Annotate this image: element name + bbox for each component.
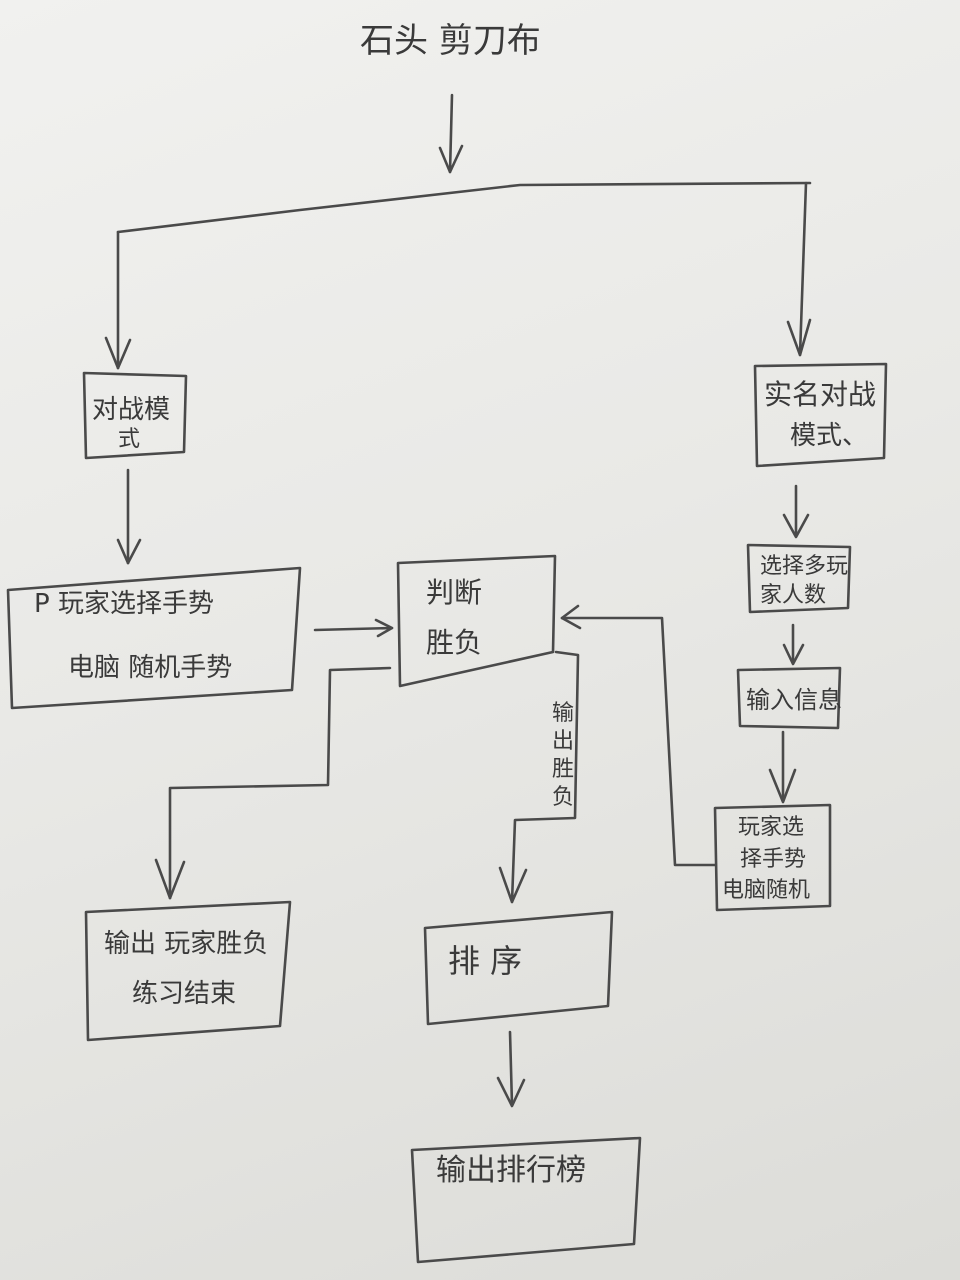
connectors xyxy=(104,93,812,1108)
arrow-judge-to-result xyxy=(168,666,392,900)
arrowhead-choose-to-judge xyxy=(374,618,394,638)
arrowhead-right-choose-to-judge xyxy=(560,604,582,630)
svg-text:实名对战: 实名对战 xyxy=(764,378,876,411)
svg-text:出: 出 xyxy=(552,729,574,754)
svg-text:电脑 随机手势: 电脑 随机手势 xyxy=(68,653,232,683)
svg-text:练习结束: 练习结束 xyxy=(132,979,236,1009)
arrowhead-mode-to-choose xyxy=(116,538,142,565)
arrowhead-right-branch xyxy=(786,318,812,357)
arrow-right-branch xyxy=(798,181,808,357)
svg-text:输出排行榜: 输出排行榜 xyxy=(436,1153,586,1188)
svg-text:输入信息: 输入信息 xyxy=(746,686,842,714)
node-player-choose: P 玩家选择手势 电脑 随机手势 xyxy=(6,566,302,710)
arrowhead-judge-to-sort xyxy=(498,866,528,904)
node-output-rank: 输出排行榜 xyxy=(410,1136,642,1264)
node-output-result: 输出 玩家胜负 练习结束 xyxy=(84,900,292,1042)
arrowhead-left-branch xyxy=(104,336,132,370)
node-choose-count: 选择多玩 家人数 xyxy=(746,543,852,614)
svg-text:式: 式 xyxy=(118,427,140,452)
node-player-choose-2: 玩家选 择手势 电脑随机 xyxy=(713,803,832,912)
node-input-info: 输入信息 xyxy=(736,666,842,730)
split-line xyxy=(116,181,812,234)
arrowhead-sort-to-rank xyxy=(496,1076,526,1108)
svg-text:家人数: 家人数 xyxy=(760,583,826,608)
svg-text:模式、: 模式、 xyxy=(790,421,868,451)
svg-text:胜: 胜 xyxy=(552,757,574,782)
node-sort: 排 序 xyxy=(423,910,614,1026)
svg-text:排 序: 排 序 xyxy=(448,942,522,980)
edge-label-output-win-loss: 输 出 胜 负 xyxy=(552,701,574,810)
svg-text:负: 负 xyxy=(552,785,574,810)
svg-text:玩家选: 玩家选 xyxy=(738,815,804,840)
svg-text:胜负: 胜负 xyxy=(426,626,482,659)
diagram-title: 石头 剪刀布 xyxy=(360,21,541,61)
arrow-sort-to-rank xyxy=(508,1030,514,1107)
arrow-title-down xyxy=(448,93,454,174)
svg-text:电脑随机: 电脑随机 xyxy=(722,878,810,903)
svg-text:判断: 判断 xyxy=(426,576,482,609)
arrowhead-count-to-input xyxy=(782,643,805,666)
arrow-judge-to-sort xyxy=(510,650,580,904)
arrowhead-input-to-choose xyxy=(768,768,797,804)
svg-text:对战模: 对战模 xyxy=(92,395,170,425)
arrowhead-realname-to-count xyxy=(782,513,810,539)
svg-text:选择多玩: 选择多玩 xyxy=(760,554,848,579)
arrowhead-judge-to-result xyxy=(154,858,186,900)
node-judge: 判断 胜负 xyxy=(396,554,557,688)
svg-text:输出 玩家胜负: 输出 玩家胜负 xyxy=(104,929,268,959)
svg-text:择手势: 择手势 xyxy=(740,847,806,872)
svg-text:P 玩家选择手势: P 玩家选择手势 xyxy=(34,589,214,619)
arrow-right-choose-to-judge xyxy=(560,616,717,867)
node-realname-mode: 实名对战 模式、 xyxy=(753,362,888,468)
svg-text:输: 输 xyxy=(552,701,574,726)
arrowhead-title-down xyxy=(438,144,464,174)
node-battle-mode: 对战模 式 xyxy=(82,371,188,460)
arrow-choose-to-judge xyxy=(313,626,394,632)
